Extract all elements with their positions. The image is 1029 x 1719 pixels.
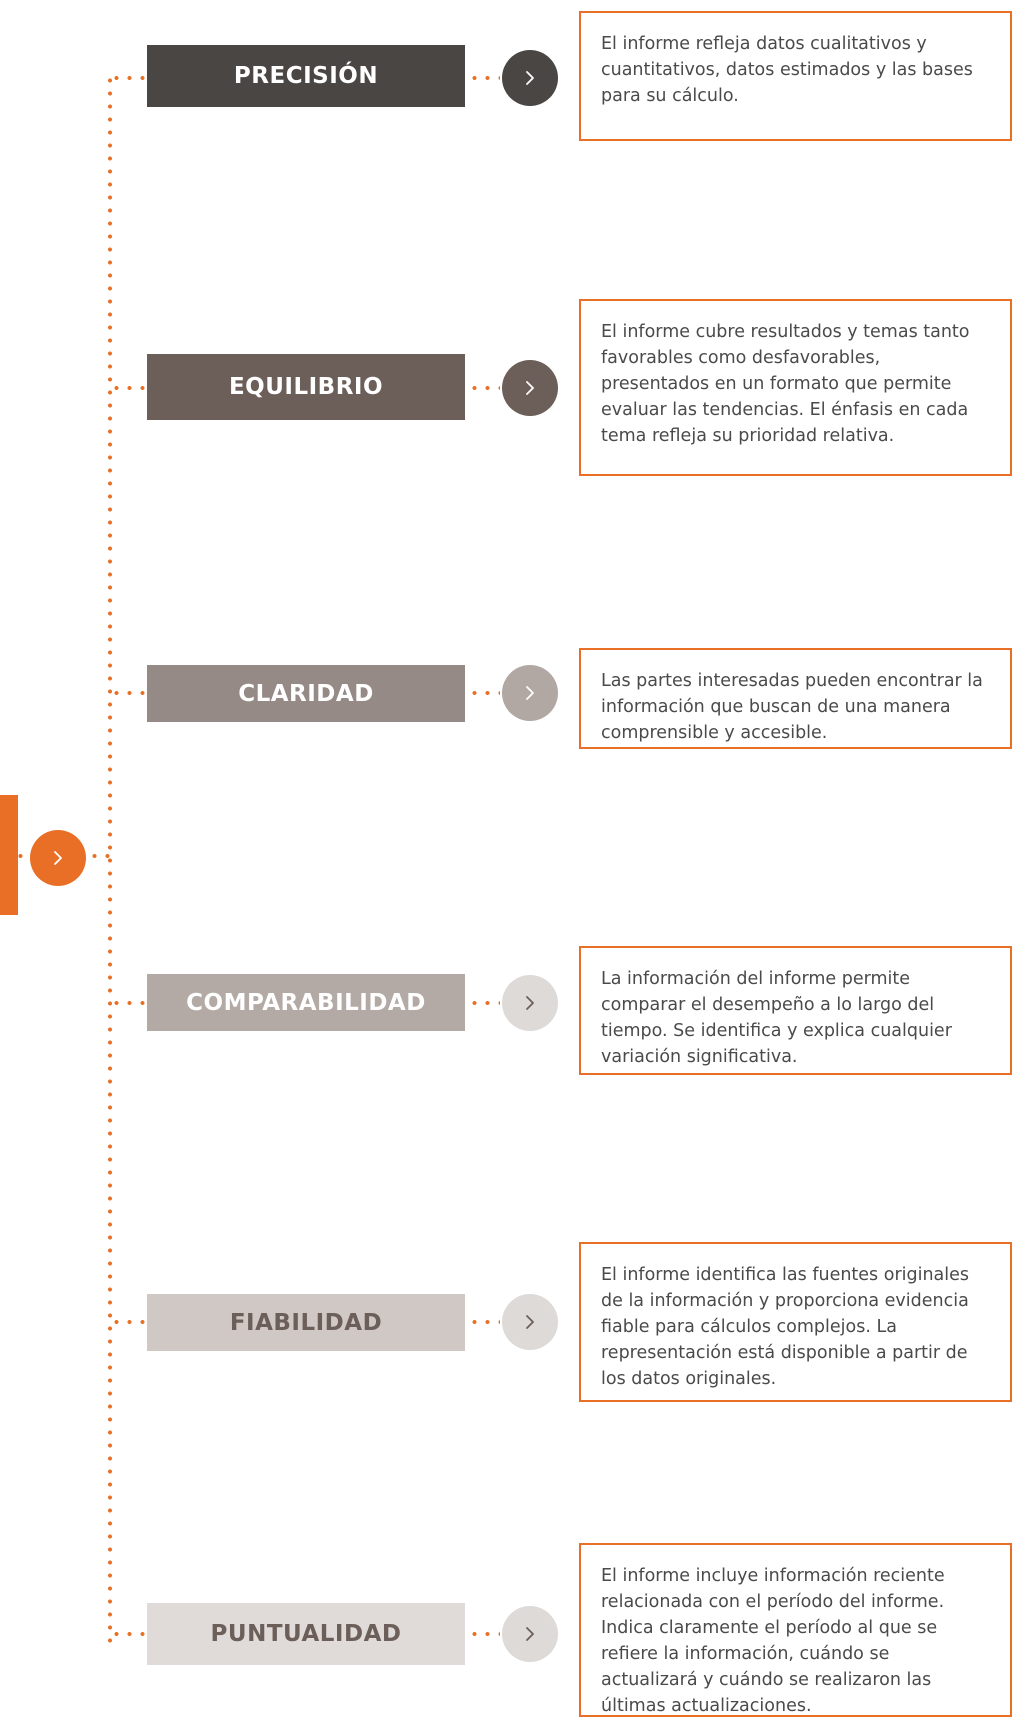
principle-description: La información del informe permite compa…: [579, 946, 1012, 1075]
row-connector-right: [468, 1001, 500, 1005]
row-connector-left: [110, 1001, 146, 1005]
principle-label: FIABILIDAD: [147, 1294, 465, 1351]
row-connector-right: [468, 691, 500, 695]
row-connector-left: [110, 1320, 146, 1324]
principle-label: COMPARABILIDAD: [147, 974, 465, 1031]
expand-arrow-button[interactable]: [502, 665, 558, 721]
chevron-right-icon: [526, 1315, 534, 1329]
row-connector-left: [110, 386, 146, 390]
expand-arrow-button[interactable]: [502, 50, 558, 106]
chevron-right-icon: [526, 1627, 534, 1641]
principle-description: El informe identifica las fuentes origin…: [579, 1242, 1012, 1402]
chevron-right-icon: [54, 851, 62, 865]
chevron-right-icon: [526, 381, 534, 395]
expand-arrow-button[interactable]: [502, 1294, 558, 1350]
principle-description: El informe incluye información reciente …: [579, 1543, 1012, 1717]
chevron-right-icon: [526, 686, 534, 700]
row-connector-right: [468, 386, 500, 390]
row-connector-left: [110, 691, 146, 695]
row-connector-right: [468, 76, 500, 80]
row-connector-right: [468, 1632, 500, 1636]
row-connector-left: [110, 76, 146, 80]
row-connector-left: [110, 1632, 146, 1636]
row-connector-right: [468, 1320, 500, 1324]
principle-description: Las partes interesadas pueden encontrar …: [579, 648, 1012, 749]
principle-label: PRECISIÓN: [147, 45, 465, 107]
chevron-right-icon: [526, 71, 534, 85]
hub-left-connector: [14, 854, 28, 858]
principle-description: El informe cubre resultados y temas tant…: [579, 299, 1012, 476]
principle-label: PUNTUALIDAD: [147, 1603, 465, 1665]
vertical-connector: [108, 74, 112, 1646]
hub-arrow-button[interactable]: [30, 830, 86, 886]
principle-label: CLARIDAD: [147, 665, 465, 722]
expand-arrow-button[interactable]: [502, 975, 558, 1031]
hub-connector: [88, 854, 110, 858]
chevron-right-icon: [526, 996, 534, 1010]
principle-description: El informe refleja datos cualitativos y …: [579, 11, 1012, 141]
accent-tab: [0, 795, 18, 915]
expand-arrow-button[interactable]: [502, 360, 558, 416]
principle-label: EQUILIBRIO: [147, 354, 465, 420]
expand-arrow-button[interactable]: [502, 1606, 558, 1662]
